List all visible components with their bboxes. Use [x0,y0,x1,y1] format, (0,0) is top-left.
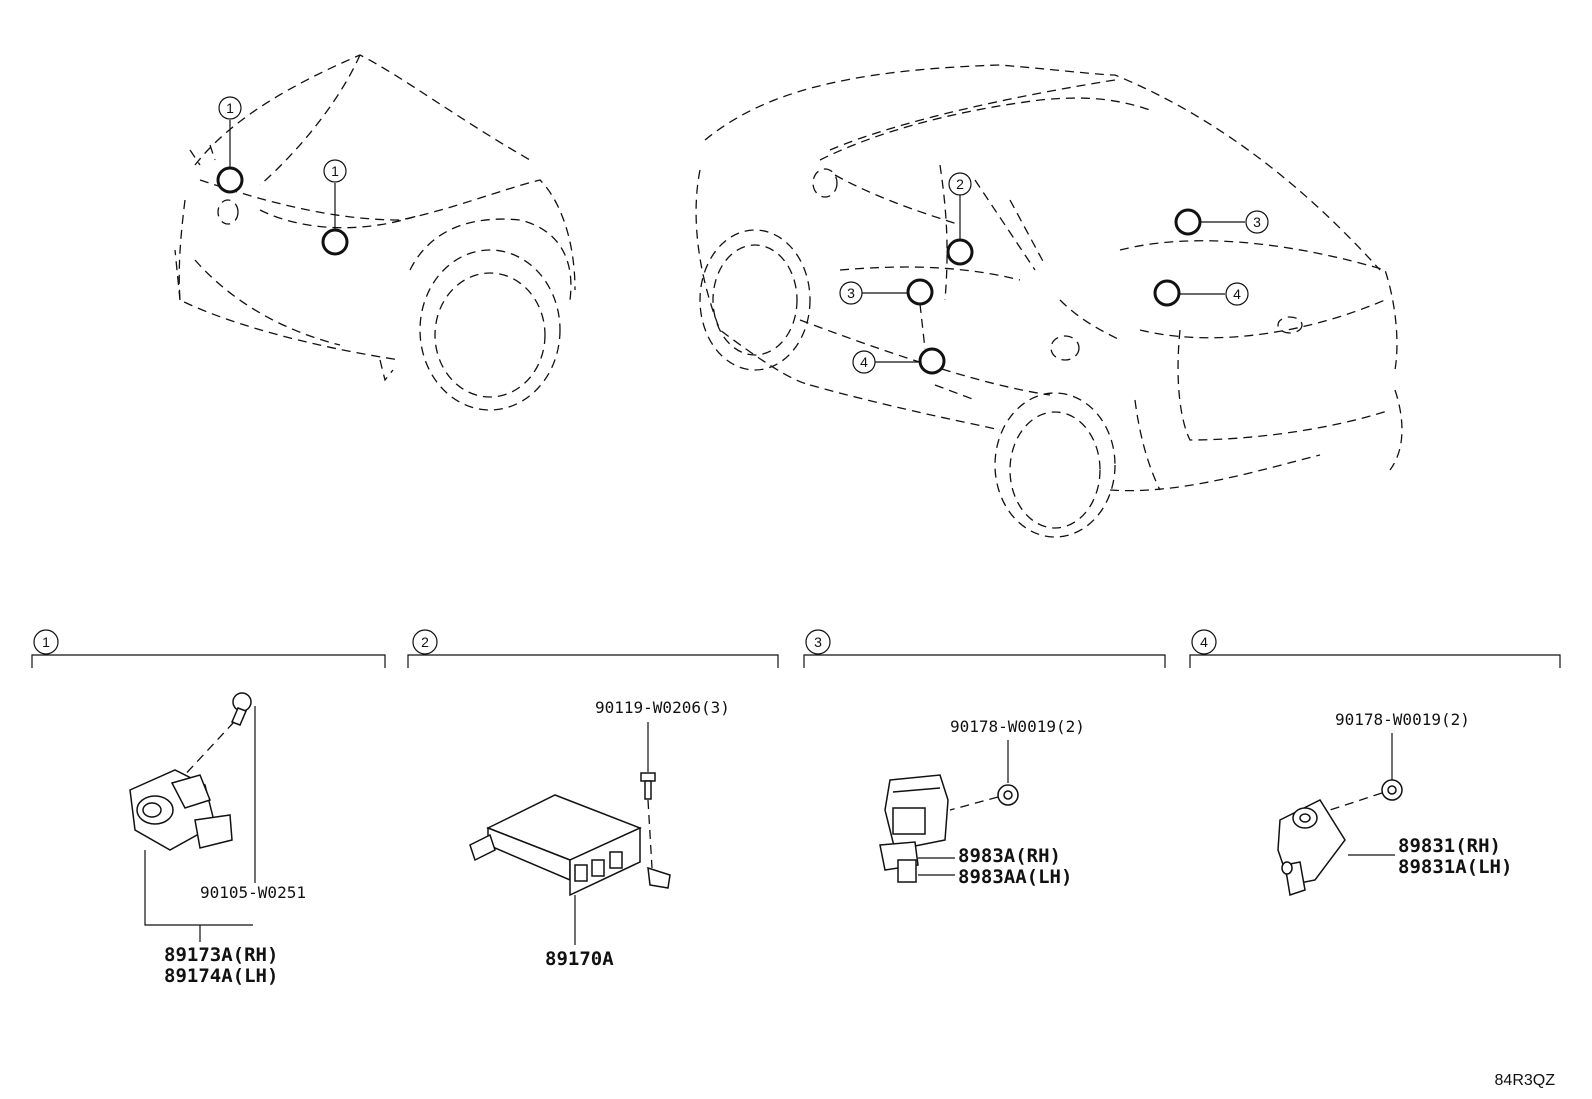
group-2-airbag-ecu: 2 90119-W0206(3) 89170A [407,629,779,970]
front-sensor-location-rh [216,166,244,194]
nut-icon [1381,779,1403,801]
callout-4-rear-b: 4 [1225,282,1249,306]
svg-text:1: 1 [226,100,234,116]
callout-1-front-a: 1 [218,96,242,120]
part-number-rh: 89831(RH) [1398,835,1501,857]
svg-text:3: 3 [1253,214,1261,230]
svg-text:2: 2 [421,634,429,650]
callout-1-front-b: 1 [323,159,347,183]
front-airbag-sensor-icon [129,769,233,851]
callout-2-rear: 2 [948,172,972,196]
front-sensor-location-lh [321,228,349,256]
bolt-part-number: 90119-W0206(3) [595,698,730,717]
side-sensor-location-front [906,278,934,306]
side-sensor-location-rear [918,347,946,375]
group-1-callout: 1 [33,629,59,655]
bolt-icon [640,772,656,800]
group-1-front-airbag-sensor: 1 90105-W0251 89173A(RH) 89174A(LH) [31,629,386,987]
side-airbag-sensor-icon [879,774,949,883]
callout-4-rear-a: 4 [852,350,876,374]
nut-part-number: 90178-W0019(2) [1335,710,1470,729]
svg-text:2: 2 [956,176,964,192]
part-number-rh: 89173A(RH) [164,944,278,966]
side-sensor-location-rear-far [1153,279,1181,307]
group-3-side-airbag-sensor: 3 90178-W0019(2) 8983A(RH) 8983AA(LH) [803,629,1166,888]
svg-text:4: 4 [1233,286,1241,302]
diagram-code: 84R3QZ [1495,1072,1556,1089]
svg-text:4: 4 [1200,634,1208,650]
callout-3-rear-b: 3 [1245,210,1269,234]
side-airbag-sensor-icon [1277,799,1346,896]
svg-text:3: 3 [847,285,855,301]
ecu-location [946,238,974,266]
rear-vehicle-view: 2 3 4 3 4 [695,64,1403,538]
part-number-lh: 89831A(LH) [1398,856,1512,878]
part-number-rh: 8983A(RH) [958,845,1061,867]
front-vehicle-view: 1 1 [174,54,576,411]
group-3-callout: 3 [805,629,831,655]
svg-text:1: 1 [331,163,339,179]
side-sensor-location-front-far [1174,208,1202,236]
part-number-lh: 89174A(LH) [164,965,278,987]
svg-text:4: 4 [860,354,868,370]
ecu-part-number: 89170A [545,948,614,970]
bolt-icon [231,692,252,726]
callout-3-rear-a: 3 [839,281,863,305]
part-number-lh: 8983AA(LH) [958,866,1072,888]
nut-icon [997,784,1019,806]
group-4-side-airbag-sensor: 4 90178-W0019(2) 89831(RH) 89831A(LH) [1189,629,1561,896]
group-4-callout: 4 [1191,629,1217,655]
nut-part-number: 90178-W0019(2) [950,717,1085,736]
airbag-ecu-icon [469,794,671,897]
svg-text:1: 1 [42,634,50,650]
bolt-part-number: 90105-W0251 [200,883,306,902]
svg-text:3: 3 [814,634,822,650]
group-2-callout: 2 [412,629,438,655]
